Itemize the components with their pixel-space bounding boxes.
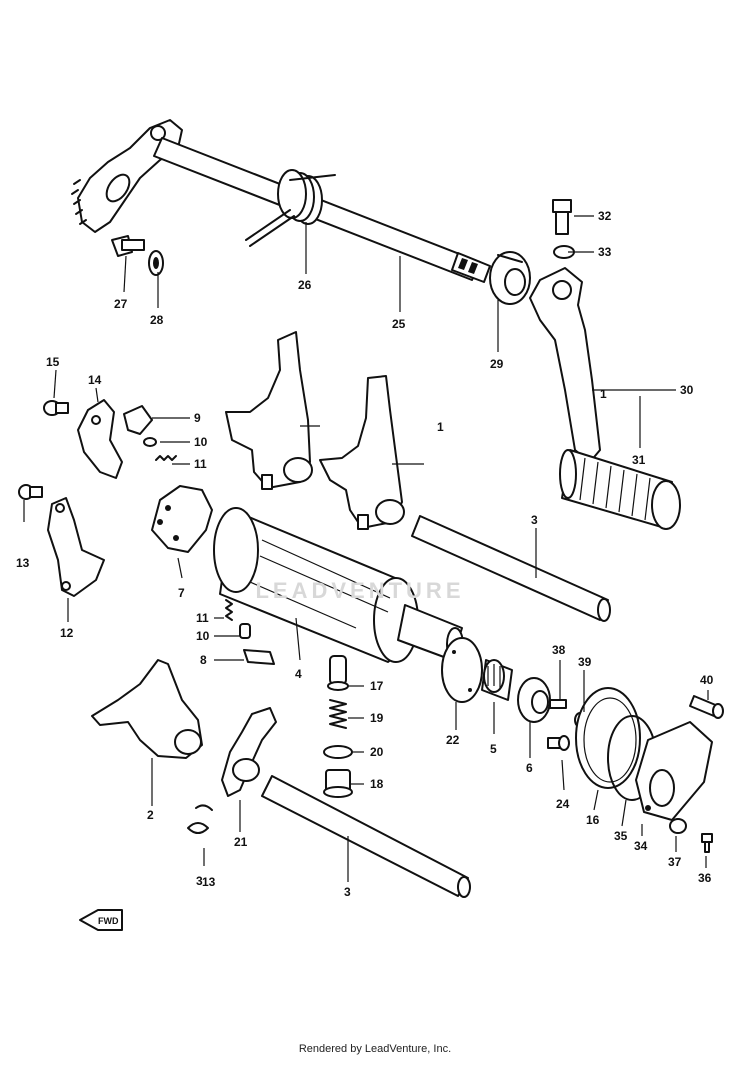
label-cam-6: 6 xyxy=(526,761,533,775)
label-bolt-27: 27 xyxy=(114,297,128,311)
label-washer-37: 37 xyxy=(668,855,682,869)
label-plate-8: 8 xyxy=(200,653,207,667)
washer-20 xyxy=(323,745,353,759)
screw-40 xyxy=(689,695,724,719)
drum-cam-7 xyxy=(151,485,213,553)
forward-arrow-icon: FWD xyxy=(79,909,123,931)
screw-24 xyxy=(547,735,570,751)
bolt-13 xyxy=(18,484,43,500)
shift-fork-2 xyxy=(91,659,203,759)
label-bearing-5: 5 xyxy=(490,742,497,756)
label-gasket-16: 16 xyxy=(586,813,600,827)
label-oring-35: 35 xyxy=(614,829,628,843)
label-pin-38: 38 xyxy=(552,643,566,657)
label-bolt-32: 32 xyxy=(598,209,612,223)
bolt-15 xyxy=(43,400,69,416)
part-labels: 1 1 2 3 3 3 4 5 6 7 8 9 10 10 11 11 12 1… xyxy=(16,209,714,899)
return-spring xyxy=(245,169,336,247)
label-spring-11b: 11 xyxy=(196,611,209,625)
label-pawl-9: 9 xyxy=(194,411,201,425)
pin-10b xyxy=(239,623,251,639)
bearing-5 xyxy=(481,659,513,701)
shift-drum xyxy=(213,507,464,663)
label-drum-4: 4 xyxy=(295,667,302,681)
label-fork-2: 2 xyxy=(147,808,154,822)
shift-fork-21 xyxy=(221,707,277,797)
label-fork-1a: 1 xyxy=(437,420,444,434)
spring-11b xyxy=(225,599,233,621)
leader-lines xyxy=(23,215,709,882)
label-cam-7: 7 xyxy=(178,586,185,600)
clip-23 xyxy=(187,804,213,834)
label-clip-3c: 3 xyxy=(196,874,203,888)
label-stopper-17: 17 xyxy=(370,679,384,693)
gear-shift-lever xyxy=(529,267,681,530)
label-seal-29: 29 xyxy=(490,357,504,371)
spring-19 xyxy=(329,699,347,729)
label-plug-18: 18 xyxy=(370,777,384,791)
label-cover-34: 34 xyxy=(634,839,648,853)
gasket-16 xyxy=(575,687,641,789)
bolt-27-washer-28 xyxy=(111,235,164,276)
label-shaft-25: 25 xyxy=(392,317,406,331)
spring-11a xyxy=(155,455,177,461)
plate-8 xyxy=(243,649,275,665)
label-lever-31: 31 xyxy=(632,453,646,467)
label-fork-1b: 1 xyxy=(600,387,607,401)
screw-36 xyxy=(701,833,713,853)
label-plate-12: 12 xyxy=(60,626,74,640)
label-shaft-3a: 3 xyxy=(531,513,538,527)
credit-line: Rendered by LeadVenture, Inc. xyxy=(298,1043,452,1055)
label-screw-39: 39 xyxy=(578,655,592,669)
label-fork-21: 21 xyxy=(234,835,248,849)
label-washer-20: 20 xyxy=(370,745,384,759)
label-bolt-13: 13 xyxy=(16,556,30,570)
shift-fork-1b xyxy=(319,375,405,530)
fwd-mark: FWD xyxy=(98,916,119,926)
fork-shaft-lower xyxy=(261,775,471,898)
label-shaft-3b: 3 xyxy=(344,885,351,899)
label-spring-11a: 11 xyxy=(194,457,207,471)
label-washer-28: 28 xyxy=(150,313,164,327)
shift-fork-1a xyxy=(225,331,313,490)
label-screw-40: 40 xyxy=(700,673,714,687)
stopper-17 xyxy=(327,655,349,691)
plug-18 xyxy=(323,769,353,798)
label-washer-33: 33 xyxy=(598,245,612,259)
fork-shaft-upper xyxy=(411,515,611,622)
label-plate-22: 22 xyxy=(446,733,460,747)
label-screw-36: 36 xyxy=(698,871,712,885)
bolt-32-washer-33 xyxy=(552,199,575,259)
label-pin-10a: 10 xyxy=(194,435,208,449)
label-bolt-15: 15 xyxy=(46,355,60,369)
stopper-plate-12 xyxy=(47,497,105,597)
cam-6 xyxy=(517,677,551,723)
oil-seal xyxy=(489,251,531,305)
washer-37 xyxy=(669,818,687,834)
pawl-9 xyxy=(123,405,153,435)
label-pin-10b: 10 xyxy=(196,629,210,643)
label-lever-30: 30 xyxy=(680,383,694,397)
plate-22 xyxy=(441,637,483,703)
pin-38 xyxy=(549,699,567,709)
label-plate-14: 14 xyxy=(88,373,102,387)
pin-10a xyxy=(143,437,157,447)
label-spring-19: 19 xyxy=(370,711,384,725)
cam-plate-14 xyxy=(77,399,123,479)
label-screw-24: 24 xyxy=(556,797,570,811)
label-13b: 13 xyxy=(202,875,216,889)
cover-34 xyxy=(635,721,713,821)
label-spring-26: 26 xyxy=(298,278,312,292)
